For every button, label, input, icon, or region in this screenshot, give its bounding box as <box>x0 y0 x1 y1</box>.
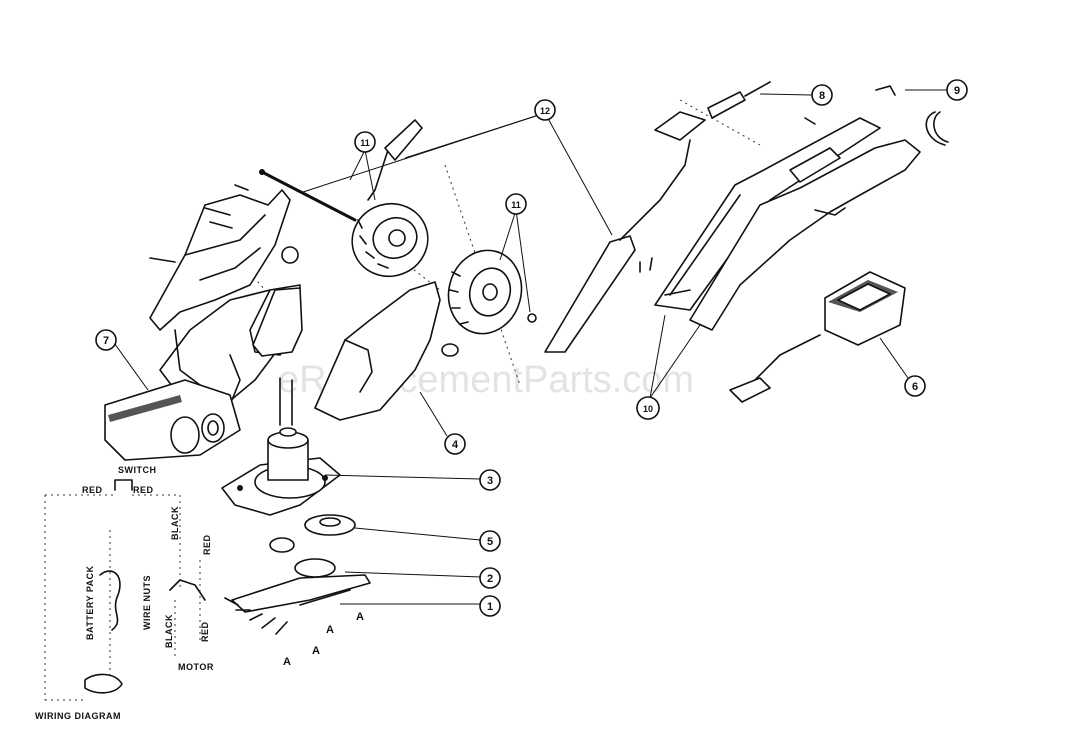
upper-handle <box>654 117 921 331</box>
assembly-guide-lines <box>229 99 761 386</box>
callout-4-label: 4 <box>452 439 459 451</box>
axle-bolt <box>259 169 357 222</box>
leader-lines <box>111 89 947 605</box>
motor-mount-assembly <box>221 377 341 516</box>
wiring-black-bottom-label: BLACK <box>164 614 174 648</box>
callout-3-label: 3 <box>487 475 493 487</box>
callout-7: 7 <box>95 329 117 351</box>
wiring-switch-label: SWITCH <box>118 465 157 475</box>
wiring-red-top-label: RED <box>202 534 212 555</box>
blade-marks: A A A A <box>283 611 364 668</box>
callout-10-label: 10 <box>643 404 653 414</box>
wiring-red-right-label: RED <box>133 485 154 495</box>
wheel-right <box>447 249 537 335</box>
gear-assembly <box>269 514 356 578</box>
battery-charger <box>729 271 906 403</box>
callout-7-label: 7 <box>103 335 109 347</box>
nut-and-ring <box>875 85 949 146</box>
callout-9-label: 9 <box>954 85 960 97</box>
blade-mark-a-4: A <box>283 656 291 668</box>
callout-5-label: 5 <box>487 536 493 548</box>
wiring-battery-pack-label: BATTERY PACK <box>85 565 95 640</box>
wiring-motor-label: MOTOR <box>178 662 214 672</box>
blade-mark-a-1: A <box>356 611 364 623</box>
wheel-guard <box>314 281 459 421</box>
callout-12-label: 12 <box>540 106 550 116</box>
lower-handle-tube <box>544 139 691 353</box>
callout-2: 2 <box>479 567 501 589</box>
callout-3: 3 <box>479 469 501 491</box>
callout-4: 4 <box>444 433 466 455</box>
wiring-red-bottom-label: RED <box>200 621 210 642</box>
blade-assembly <box>224 574 371 635</box>
callout-11a: 11 <box>354 131 376 153</box>
switch-assembly <box>654 81 816 141</box>
callout-1-label: 1 <box>487 601 493 613</box>
callout-12: 12 <box>534 99 556 121</box>
callout-1: 1 <box>479 595 501 617</box>
blade-mark-a-2: A <box>326 624 334 636</box>
battery-pack <box>104 329 241 461</box>
callout-8: 8 <box>811 84 833 106</box>
wiring-wire-nuts-label: WIRE NUTS <box>142 575 152 630</box>
handle-bracket-assembly <box>149 184 299 331</box>
wiring-diagram: SWITCH RED RED BLACK RED BATTERY PACK WI… <box>35 465 214 721</box>
callout-11a-label: 11 <box>360 138 370 148</box>
wheel-left <box>351 119 429 278</box>
callout-9: 9 <box>946 79 968 101</box>
callout-5: 5 <box>479 530 501 552</box>
callout-6: 6 <box>904 375 926 397</box>
wiring-red-left-label: RED <box>82 485 103 495</box>
callout-6-label: 6 <box>912 381 918 393</box>
callout-8-label: 8 <box>819 90 825 102</box>
blade-mark-a-3: A <box>312 645 320 657</box>
wiring-diagram-title: WIRING DIAGRAM <box>35 711 121 721</box>
callout-11b: 11 <box>505 193 527 215</box>
callout-11b-label: 11 <box>511 200 521 210</box>
callout-2-label: 2 <box>487 573 493 585</box>
wiring-black-top-label: BLACK <box>170 506 180 540</box>
callout-10: 10 <box>636 396 660 420</box>
deflector-shield <box>252 287 303 357</box>
